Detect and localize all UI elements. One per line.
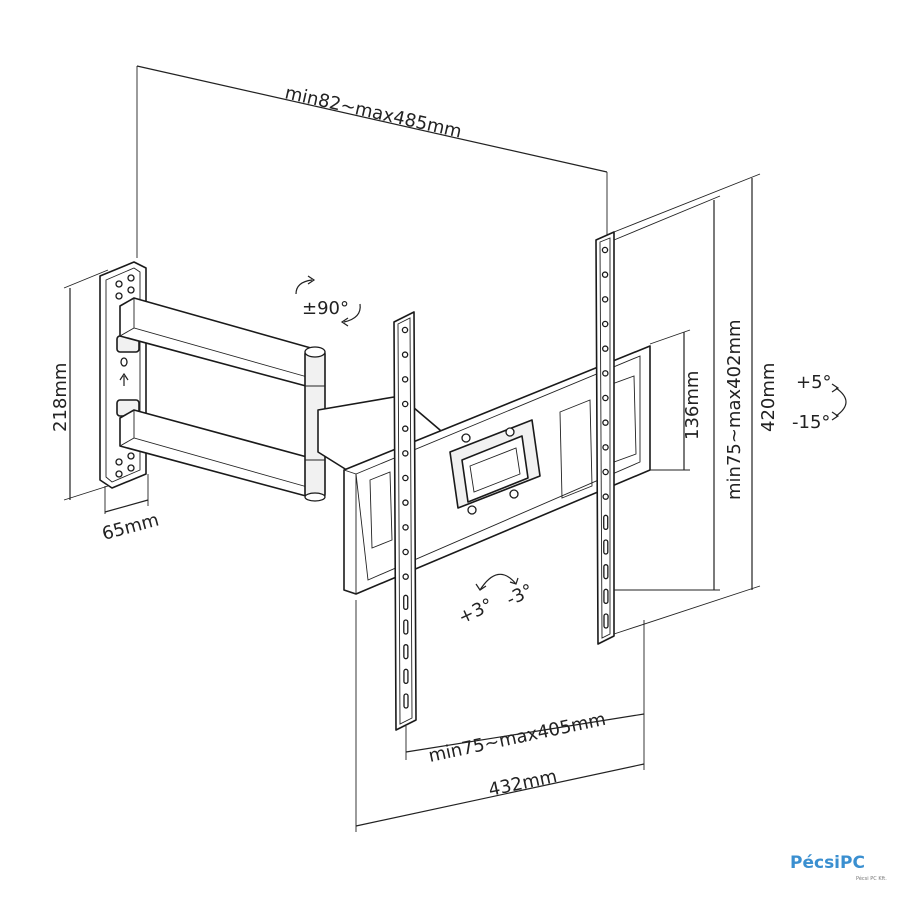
up-arrow-icon bbox=[119, 372, 129, 386]
right-strap-hole bbox=[601, 246, 609, 254]
swivel-right-label: -3° bbox=[503, 580, 536, 610]
vesa-vertical-label: min75~max402mm bbox=[724, 319, 745, 500]
vesa-horizontal-label: min75~max405mm bbox=[427, 709, 608, 767]
right-strap-hole bbox=[601, 320, 609, 328]
brand-watermark: PécsiPC Pécsi PC Kft. bbox=[790, 853, 887, 882]
tilt-up-label: +5° bbox=[796, 372, 832, 393]
arm-extension-label: min82~max485mm bbox=[283, 82, 464, 142]
right-strap-hole bbox=[602, 394, 609, 402]
brand-logo-text: PécsiPC bbox=[790, 853, 865, 873]
wall-plate bbox=[99, 261, 147, 489]
left-strap-hole bbox=[402, 425, 409, 432]
wall-plate-height-label: 218mm bbox=[50, 363, 71, 432]
left-strap-hole bbox=[401, 376, 409, 383]
left-strap-hole bbox=[402, 474, 409, 482]
right-strap-hole bbox=[603, 514, 609, 530]
right-strap-hole bbox=[602, 468, 609, 476]
left-strap-hole bbox=[402, 450, 409, 457]
arm-extension-dimension: min82~max485mm bbox=[136, 65, 608, 258]
inner-height-label: 136mm bbox=[682, 371, 703, 440]
left-strap-hole bbox=[402, 548, 409, 556]
left-strap-hole bbox=[401, 326, 409, 334]
swivel-left-label: +3° bbox=[455, 594, 496, 628]
right-strap-hole bbox=[603, 564, 609, 580]
rotation-label: ±90° bbox=[302, 298, 349, 319]
left-strap-holes bbox=[401, 326, 409, 709]
right-strap-hole bbox=[601, 271, 609, 278]
wall-plate-height-dimension: 218mm bbox=[50, 269, 109, 501]
right-strap-hole bbox=[602, 370, 609, 377]
tv-rail bbox=[343, 345, 651, 595]
bracket-width-label: 432mm bbox=[487, 766, 559, 801]
vesa-horizontal-dimension: min75~max405mm bbox=[405, 620, 645, 767]
right-strap-hole bbox=[602, 444, 609, 451]
left-strap-hole bbox=[402, 524, 409, 531]
right-strap-hole bbox=[602, 419, 609, 426]
vesa-strap-left bbox=[393, 311, 417, 731]
left-strap-hole bbox=[402, 573, 409, 580]
left-strap-hole bbox=[403, 644, 409, 660]
left-strap-hole bbox=[403, 619, 409, 635]
tilt-indicator: +5° -15° bbox=[792, 372, 847, 433]
left-strap-hole bbox=[403, 693, 409, 709]
vesa-vertical-dimension: min75~max402mm bbox=[613, 195, 745, 591]
rotation-indicator: ±90° bbox=[295, 275, 361, 327]
left-strap-hole bbox=[402, 499, 409, 506]
right-strap-hole bbox=[603, 613, 609, 629]
swivel-arrow-icon bbox=[479, 573, 517, 591]
right-strap-hole bbox=[603, 539, 609, 555]
tilt-arrow-icon bbox=[835, 387, 847, 417]
swivel-indicator: +3° -3° bbox=[455, 573, 537, 629]
left-strap-hole bbox=[401, 400, 409, 408]
wall-plate-width-label: 65mm bbox=[100, 510, 161, 545]
right-strap-hole bbox=[603, 588, 609, 604]
left-strap-hole bbox=[401, 351, 409, 358]
brand-tagline: Pécsi PC Kft. bbox=[856, 875, 887, 882]
right-strap-hole bbox=[602, 345, 609, 352]
left-strap-hole bbox=[403, 668, 409, 684]
left-strap-hole bbox=[403, 594, 409, 610]
bracket-height-dimension: 420mm bbox=[613, 173, 779, 635]
tilt-down-label: -15° bbox=[792, 412, 830, 433]
inner-height-dimension: 136mm bbox=[649, 329, 703, 471]
rotation-arrow-icon bbox=[295, 279, 313, 295]
bracket-height-label: 420mm bbox=[758, 363, 779, 432]
right-strap-hole bbox=[601, 296, 609, 303]
right-strap-holes bbox=[601, 246, 609, 629]
vesa-strap-right bbox=[595, 231, 615, 645]
right-strap-hole bbox=[602, 493, 609, 500]
